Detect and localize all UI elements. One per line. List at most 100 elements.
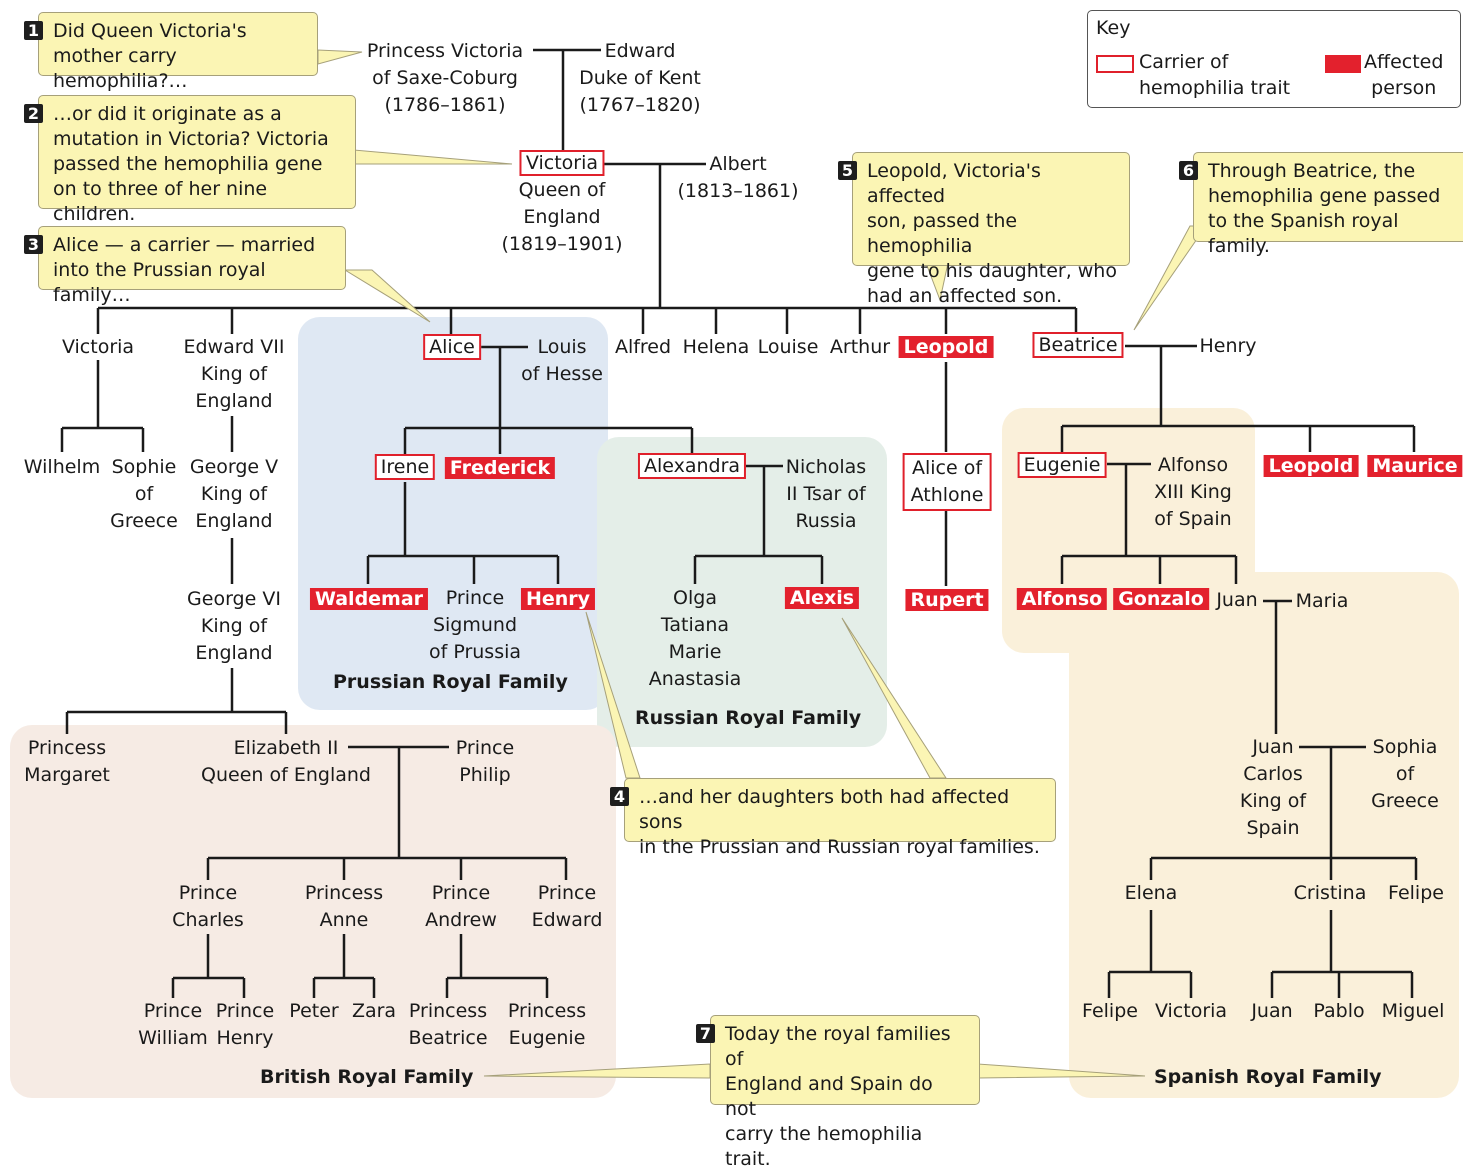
person-helena: Helena [682, 336, 750, 358]
carrier-marker: Alexandra [637, 453, 747, 479]
british-family-label: British Royal Family [260, 1066, 474, 1088]
carrier-marker: Eugenie [1017, 452, 1107, 478]
person-henry-battenberg: Henry [1199, 335, 1257, 357]
spanish-family-region-bottom [1069, 572, 1459, 1098]
legend-title: Key [1096, 17, 1131, 39]
person-victoria-junior: Victoria [1154, 1000, 1228, 1022]
person-leopold: Leopold [898, 333, 994, 362]
person-henry-prussia: Henry [520, 585, 596, 614]
callout-number: 1 [24, 21, 43, 40]
person-juan-urdangarin: Juan [1251, 1000, 1293, 1022]
person-rupert: Rupert [905, 586, 989, 615]
person-victoria-daughter: Victoria [61, 336, 135, 358]
carrier-marker: Irene [374, 454, 436, 480]
legend-carrier-swatch [1096, 55, 1134, 73]
person-juan: Juan [1216, 589, 1258, 611]
person-alexandra: Alexandra [637, 453, 747, 480]
person-felipe-junior: Felipe [1082, 1000, 1138, 1022]
affected-marker: Gonzalo [1113, 588, 1209, 610]
person-albert: Albert(1813–1861) [677, 153, 799, 202]
callout-number: 6 [1179, 161, 1198, 180]
carrier-marker: Alice [423, 334, 481, 360]
person-cristina: Cristina [1293, 882, 1367, 904]
affected-marker: Maurice [1367, 455, 1463, 477]
person-miguel: Miguel [1381, 1000, 1445, 1022]
affected-marker: Alexis [784, 587, 860, 609]
prussian-family-label: Prussian Royal Family [333, 671, 568, 693]
person-louise: Louise [757, 336, 819, 358]
affected-marker: Frederick [444, 457, 556, 479]
person-alice: Alice [423, 334, 481, 361]
person-pablo: Pablo [1313, 1000, 1365, 1022]
affected-marker: Henry [520, 588, 596, 610]
affected-marker: Waldemar [309, 588, 429, 610]
person-maria: Maria [1295, 590, 1349, 612]
callout-number: 5 [838, 161, 857, 180]
person-leopold-spain: Leopold [1263, 452, 1359, 481]
person-alexis: Alexis [784, 584, 860, 613]
callout-number: 4 [610, 787, 629, 806]
person-arthur: Arthur [829, 336, 891, 358]
person-elena: Elena [1124, 882, 1178, 904]
prussian-family-region [298, 317, 608, 710]
person-alfred: Alfred [614, 336, 672, 358]
person-peter: Peter [289, 1000, 339, 1022]
affected-marker: Rupert [905, 589, 989, 611]
pedigree-lines [60, 48, 1418, 1079]
callout-4: 4 …and her daughters both had affected s… [610, 778, 1056, 858]
person-eugenie-spain: Eugenie [1017, 452, 1107, 479]
affected-marker: Leopold [898, 336, 994, 358]
person-alfonso: Alfonso [1016, 585, 1108, 614]
british-family-region [10, 725, 616, 1098]
person-waldemar: Waldemar [309, 585, 429, 614]
carrier-marker: Victoria [519, 150, 605, 176]
spanish-family-label: Spanish Royal Family [1154, 1066, 1382, 1088]
carrier-marker: Beatrice [1032, 332, 1124, 358]
affected-marker: Alfonso [1016, 588, 1108, 610]
person-beatrice: Beatrice [1032, 332, 1124, 359]
legend-affected-swatch [1325, 55, 1361, 73]
callout-number: 2 [24, 104, 43, 123]
callout-number: 7 [696, 1024, 715, 1043]
person-zara: Zara [351, 1000, 397, 1022]
person-maurice: Maurice [1367, 452, 1463, 481]
person-irene: Irene [374, 454, 436, 481]
person-wilhelm: Wilhelm [23, 456, 101, 478]
callout-number: 3 [24, 235, 43, 254]
